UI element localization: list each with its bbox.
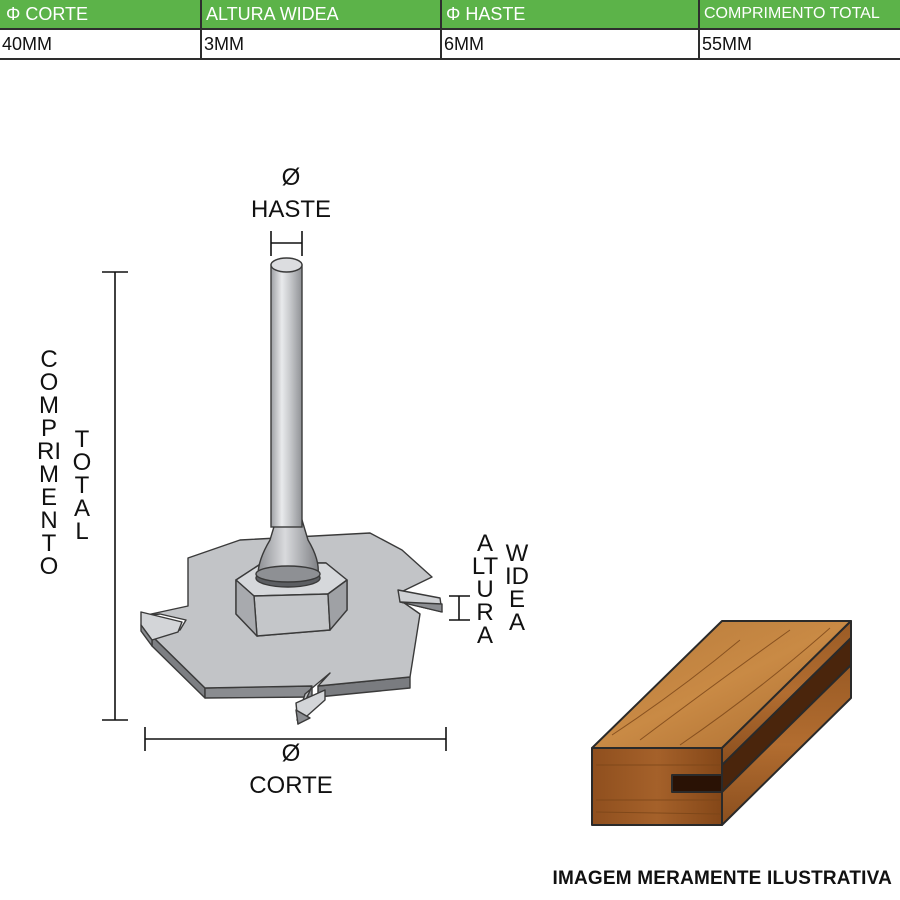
label-diametro-corte: Ø CORTE: [236, 738, 346, 802]
carbide-tooth-left: [140, 611, 183, 641]
label-corte-text: CORTE: [249, 772, 333, 799]
diameter-symbol: Ø: [281, 164, 301, 191]
label-altura: ALTURA: [471, 530, 499, 649]
disclaimer-note: IMAGEM MERAMENTE ILUSTRATIVA: [552, 868, 892, 889]
header-altura-widea: ALTURA WIDEA: [201, 0, 442, 30]
wood-sample-image: [591, 620, 852, 826]
label-diametro-haste: Ø HASTE: [236, 162, 346, 226]
value-diametro-haste: 6MM: [441, 29, 700, 60]
value-diametro-corte: 40MM: [0, 29, 202, 60]
dimension-altura-widea: [449, 595, 470, 621]
header-diametro-corte: Φ CORTE: [0, 0, 202, 30]
header-diametro-haste: Φ HASTE: [441, 0, 700, 30]
value-altura-widea: 3MM: [201, 29, 442, 60]
shank-collar: [255, 519, 321, 588]
spec-table-header-row: Φ CORTE ALTURA WIDEA Φ HASTE COMPRIMENTO…: [0, 0, 900, 30]
label-widea: WIDEA: [505, 540, 529, 636]
spec-table: Φ CORTE ALTURA WIDEA Φ HASTE COMPRIMENTO…: [0, 0, 900, 60]
shank: [270, 257, 303, 528]
label-comprimento: COMPRIMENTO: [37, 346, 61, 580]
diameter-symbol: Ø: [281, 740, 301, 767]
header-comprimento-total: COMPRIMENTO TOTAL: [699, 0, 900, 30]
label-total: TOTAL: [72, 426, 92, 545]
dimension-diametro-haste: [270, 231, 303, 256]
value-comprimento-total: 55MM: [699, 29, 900, 60]
label-haste-text: HASTE: [250, 196, 331, 223]
dimension-diametro-corte: [144, 727, 447, 751]
dimension-comprimento-total: [102, 271, 128, 721]
spec-table-value-row: 40MM 3MM 6MM 55MM: [0, 29, 900, 60]
